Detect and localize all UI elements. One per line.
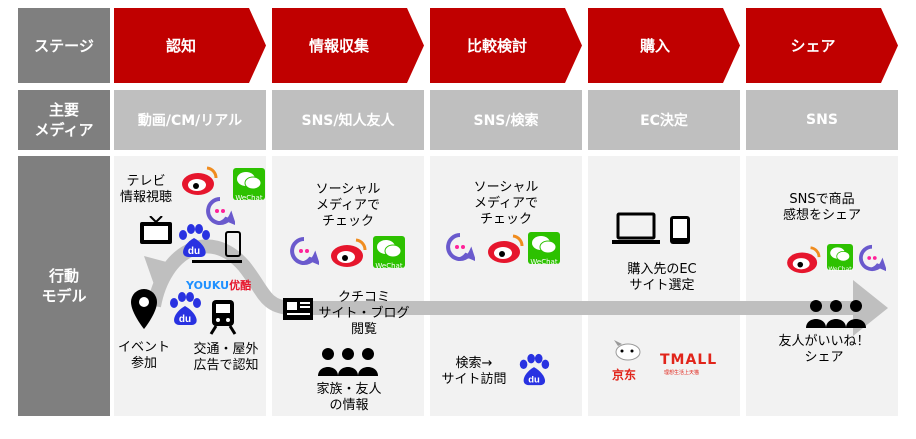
transport-ad-label: 交通・屋外 広告で認知 [193, 342, 259, 373]
baidu-icon-3: du [519, 353, 550, 385]
chat-bubble-icon-2 [290, 237, 319, 266]
wechat-icon-4: WeChat [827, 244, 853, 273]
weibo-icon-2 [331, 238, 367, 267]
stage-comparison: 比較検討 [430, 8, 582, 83]
baidu-icon-2: du [170, 292, 201, 325]
sns-share-label: SNSで商品 感想をシェア [782, 192, 861, 223]
media-comparison: SNS/検索 [430, 90, 582, 150]
wechat-icon-3: WeChat [528, 232, 560, 266]
chat-bubble-icon-3 [446, 233, 475, 262]
wechat-icon: WeChat [233, 168, 265, 202]
location-pin-icon [131, 289, 157, 329]
media-awareness: 動画/CM/リアル [114, 90, 266, 150]
social-check-label-2: ソーシャル メディアで チェック [473, 180, 539, 227]
row-header-media: 主要 メディア [18, 90, 110, 150]
row-header-stage: ステージ [18, 8, 110, 83]
devices-icon [192, 231, 242, 263]
weibo-icon [182, 166, 218, 195]
media-info: SNS/知人友人 [272, 90, 424, 150]
svg-text:du: du [528, 374, 540, 385]
jd-dog-icon [614, 340, 641, 361]
search-visit-label: 検索→ サイト訪問 [441, 356, 507, 387]
tmall-tagline: 理想生活上天猫 [664, 370, 700, 376]
row-header-behavior: 行動 モデル [18, 156, 110, 416]
behavior-panel-purchase [588, 156, 740, 416]
media-share: SNS [746, 90, 898, 150]
baidu-icon: du [179, 224, 210, 257]
svg-text:du: du [179, 314, 191, 325]
weibo-icon-4 [787, 246, 821, 274]
laptop-icon [612, 212, 660, 244]
tmall-logo: TMALL [660, 352, 718, 368]
tv-viewing-label: テレビ 情報視聴 [119, 174, 172, 205]
chat-bubble-icon [206, 197, 235, 226]
people-group-icon-2 [806, 300, 866, 328]
chat-bubble-icon-4 [859, 244, 886, 272]
behavior-panel-comparison [430, 156, 582, 416]
like-share-label: 友人がいいね！ シェア [778, 334, 870, 365]
ec-select-label: 購入先のEC サイト選定 [627, 262, 697, 293]
tv-icon [140, 216, 172, 244]
train-icon [209, 300, 237, 335]
weibo-icon-3 [488, 234, 524, 263]
stage-share: シェア [746, 8, 898, 83]
newspaper-icon [283, 298, 313, 320]
media-purchase: EC決定 [588, 90, 740, 150]
kuchikomi-label: クチコミ サイト・ブログ 閲覧 [318, 290, 410, 337]
jd-logo: 京东 [612, 368, 637, 382]
stage-info-gathering: 情報収集 [272, 8, 424, 83]
stage-purchase: 購入 [588, 8, 740, 83]
smartphone-icon [670, 216, 690, 244]
youku-logo: YOUKU优酷 [186, 279, 252, 292]
people-group-icon [318, 348, 378, 376]
wechat-icon-2: WeChat [373, 236, 405, 270]
social-check-label-1: ソーシャル メディアで チェック [315, 182, 381, 229]
family-friends-label: 家族・友人 の情報 [316, 382, 382, 413]
event-label: イベント 参加 [117, 340, 170, 371]
stage-awareness: 認知 [114, 8, 266, 83]
svg-text:du: du [188, 246, 200, 257]
